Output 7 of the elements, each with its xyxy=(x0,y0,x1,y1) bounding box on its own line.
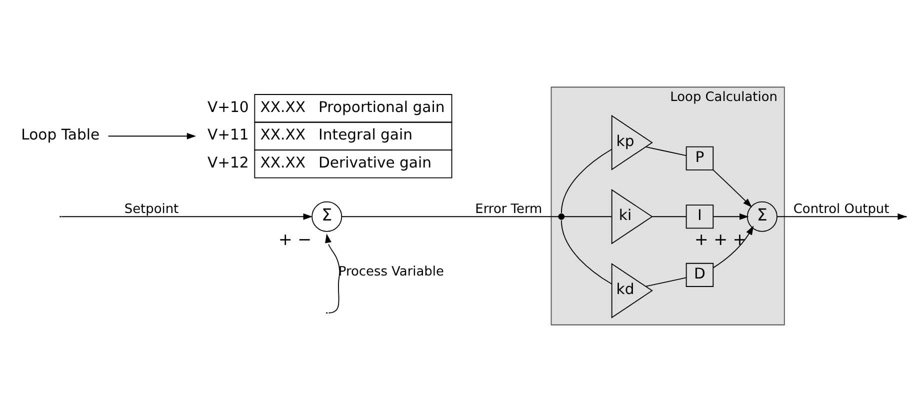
node-label: + + + xyxy=(694,230,747,249)
edge-label: Setpoint xyxy=(124,202,179,218)
edge-label: Error Term xyxy=(475,202,542,218)
node-label: + − xyxy=(278,230,312,249)
node-text: V+10 XX.XX Proportional gain V+11 XX.XX Integral gain V+12 XX.XX Derivative gain xyxy=(207,98,445,172)
edge-label: Control Output xyxy=(793,202,890,218)
node-text: Loop Table xyxy=(21,126,100,144)
